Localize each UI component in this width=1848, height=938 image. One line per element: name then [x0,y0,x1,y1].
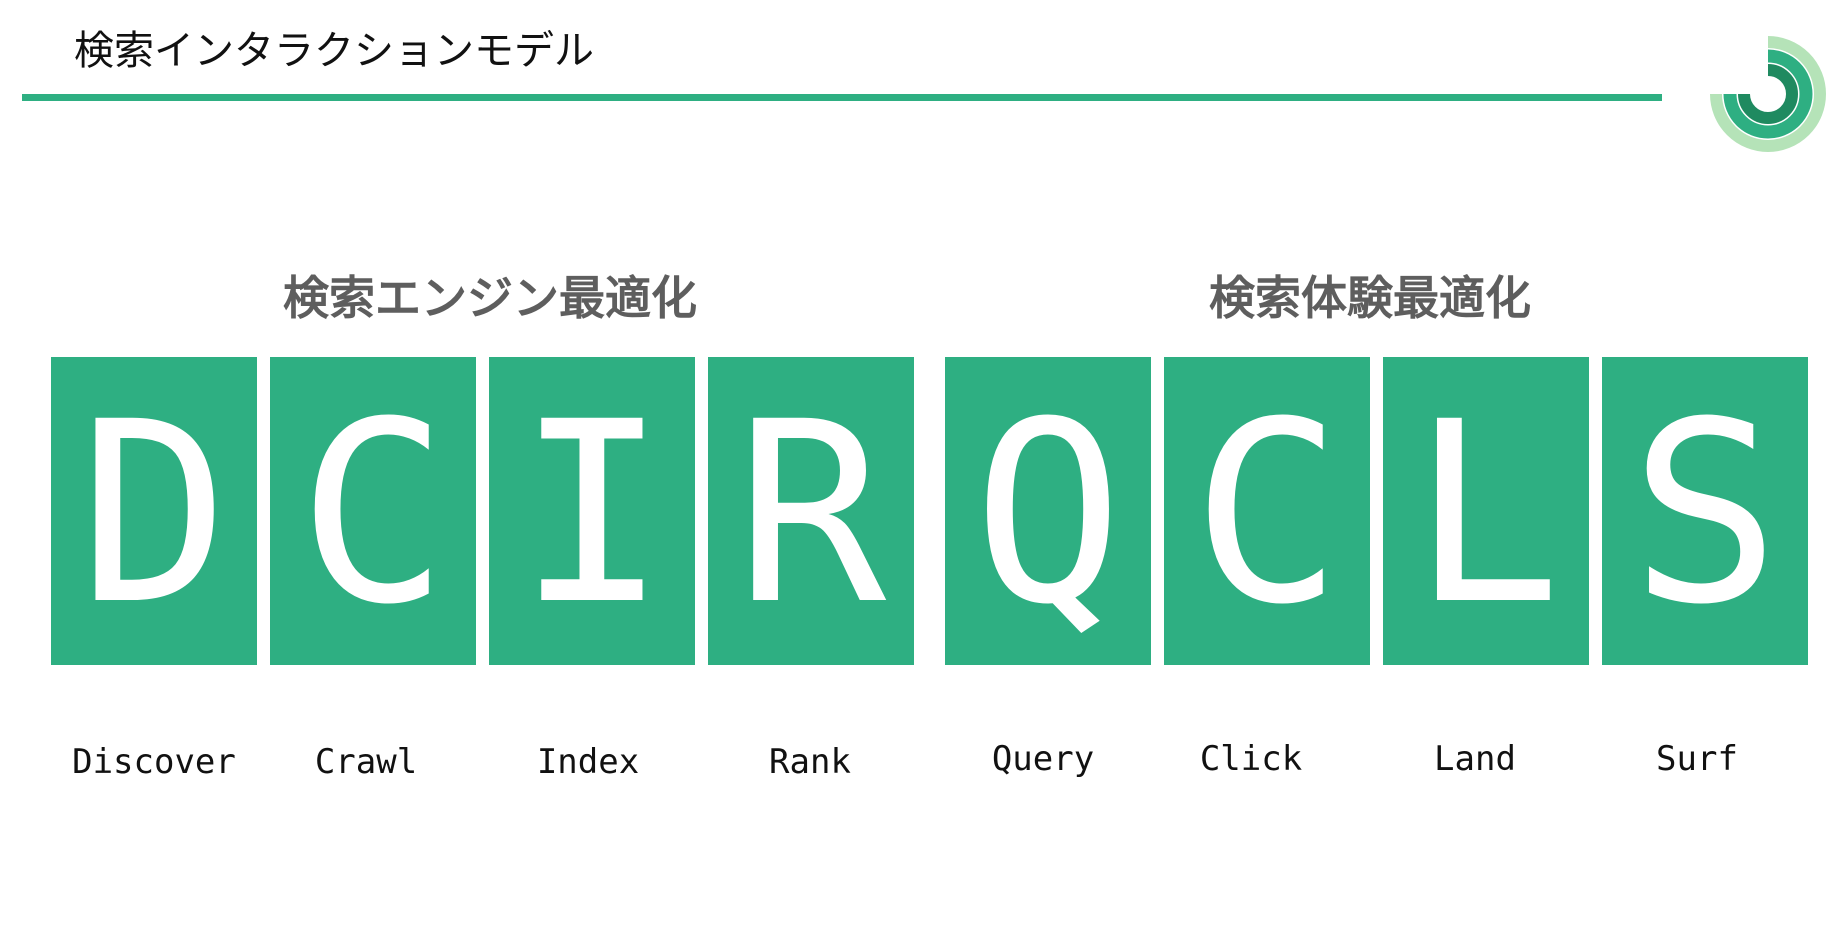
tile-label-rank: Rank [769,742,851,782]
tile-query: Q [945,357,1151,665]
tile-row: D C I R Q C L S [0,357,1848,665]
tile-label-index: Index [536,742,640,782]
brand-logo [1708,34,1828,154]
tile-letter: S [1629,368,1781,659]
tile-index: I [489,357,695,665]
tile-letter: C [1191,368,1343,659]
tile-crawl: C [270,357,476,665]
tile-letter: L [1410,368,1562,659]
slide-title: 検索インタラクションモデル [74,28,594,74]
tile-letter: I [516,368,668,659]
tile-label-click: Click [1199,739,1303,779]
tile-label-surf: Surf [1656,739,1738,779]
title-divider [22,94,1662,101]
tile-rank: R [708,357,914,665]
tile-land: L [1383,357,1589,665]
tile-label-discover: Discover [72,742,236,782]
group-heading-seo: 検索エンジン最適化 [283,271,697,325]
group-heading-sxo: 検索体験最適化 [1209,271,1531,325]
tile-letter: C [297,368,449,659]
tile-label-query: Query [991,739,1095,779]
tile-letter: R [735,368,887,659]
tile-label-crawl: Crawl [314,742,418,782]
ring-logo-icon [1710,36,1826,152]
tile-letter: Q [972,368,1124,659]
tile-discover: D [51,357,257,665]
tile-label-land: Land [1434,739,1516,779]
tile-letter: D [78,368,230,659]
tile-click: C [1164,357,1370,665]
tile-surf: S [1602,357,1808,665]
